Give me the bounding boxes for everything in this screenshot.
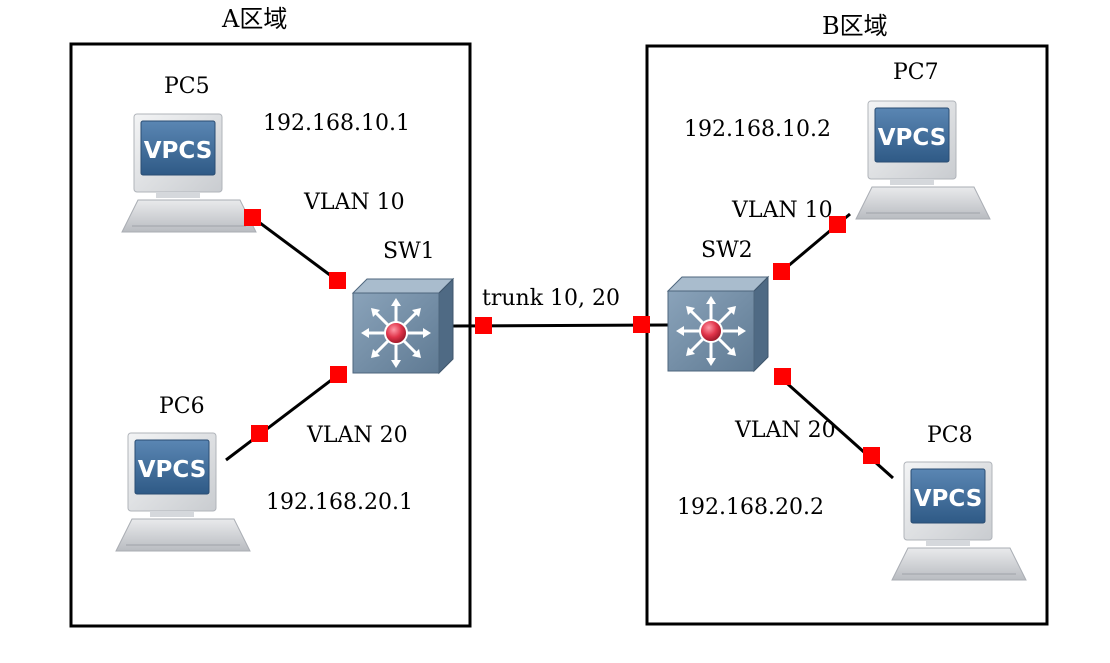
zone-b-box <box>645 44 1049 626</box>
zone-a-label: A区域 <box>221 5 287 33</box>
pc5-ip: 192.168.10.1 <box>263 111 410 136</box>
port-sw2-pc8 <box>774 368 791 385</box>
pc5-screen-label: VPCS <box>144 138 213 164</box>
pc7-device[interactable]: VPCS <box>855 100 991 220</box>
port-sw1-pc5 <box>329 272 346 289</box>
zone-a-box <box>69 42 472 628</box>
port-pc5 <box>244 209 261 226</box>
pc8-ip: 192.168.20.2 <box>677 495 824 520</box>
vlan-label-pc5: VLAN 10 <box>303 190 405 215</box>
pc8-device[interactable]: VPCS <box>891 461 1027 581</box>
link-pc6-sw1 <box>225 373 339 462</box>
port-markers <box>244 209 880 464</box>
pc6-ip: 192.168.20.1 <box>266 490 413 515</box>
sw1-switch-icon[interactable] <box>351 277 455 375</box>
pc7-name: PC7 <box>893 60 939 85</box>
pc7-ip: 192.168.10.2 <box>684 117 831 142</box>
pc7-screen-label: VPCS <box>878 125 947 151</box>
pc5-name: PC5 <box>164 74 210 99</box>
sw2-name: SW2 <box>701 238 753 263</box>
link-pc5-sw1 <box>251 215 339 283</box>
pc5-device[interactable]: VPCS <box>121 113 257 233</box>
vlan-label-pc8: VLAN 20 <box>734 418 836 443</box>
trunk-label: trunk 10, 20 <box>482 286 620 311</box>
port-pc6 <box>251 425 268 442</box>
vlan-label-pc7: VLAN 10 <box>731 198 833 223</box>
port-pc8 <box>863 447 880 464</box>
sw2-switch-icon[interactable] <box>666 275 770 373</box>
pc6-screen-label: VPCS <box>138 457 207 483</box>
vlan-label-pc6: VLAN 20 <box>306 423 408 448</box>
port-sw2-pc7 <box>773 263 790 280</box>
pc8-screen-label: VPCS <box>914 486 983 512</box>
pc8-name: PC8 <box>927 423 973 448</box>
port-sw2-trunk <box>633 316 650 333</box>
port-pc7 <box>829 216 846 233</box>
zone-b-label: B区域 <box>822 12 888 40</box>
sw1-name: SW1 <box>383 239 435 264</box>
pc6-name: PC6 <box>159 394 205 419</box>
port-sw1-pc6 <box>330 366 347 383</box>
port-sw1-trunk <box>475 317 492 334</box>
pc6-device[interactable]: VPCS <box>115 432 251 552</box>
